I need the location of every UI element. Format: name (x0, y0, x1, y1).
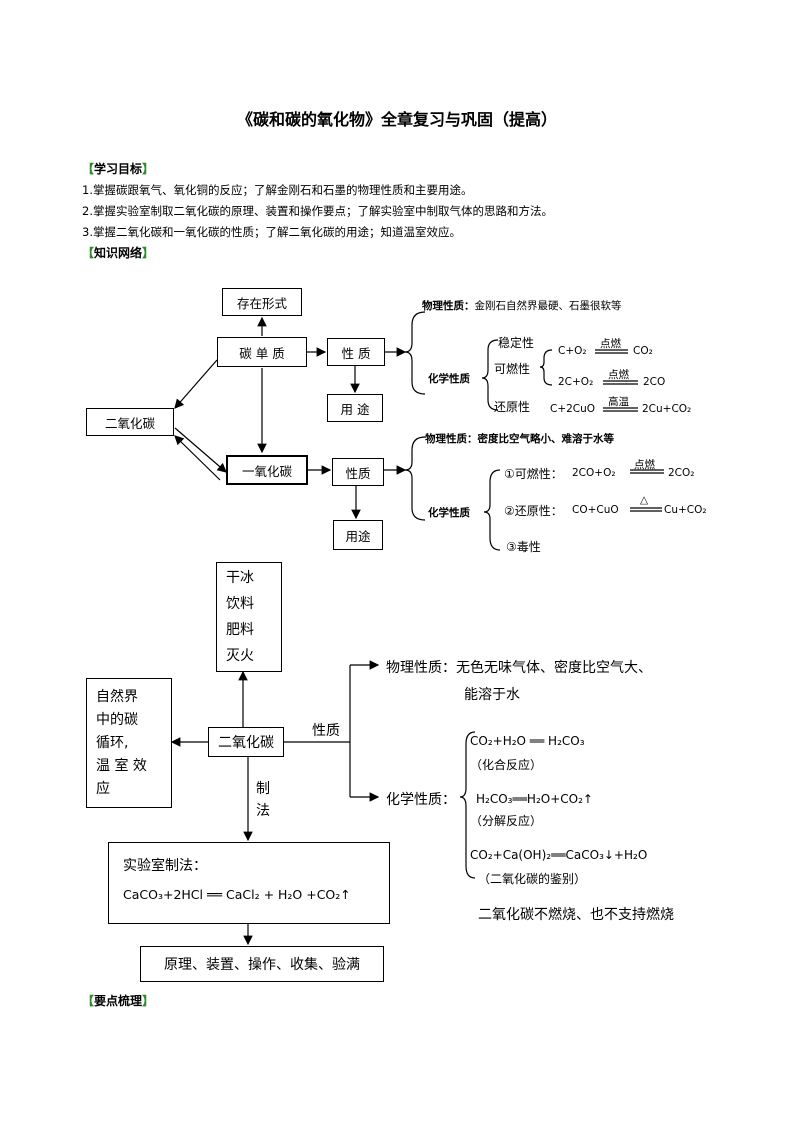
co-box: 一氧化碳 (226, 455, 308, 485)
nature-line: 中的碳 (96, 711, 138, 728)
reaction3-condition: 高温 (608, 396, 629, 408)
co2-uses-box: 干冰 饮料 肥料 灭火 (216, 562, 282, 672)
co2-equation-2-note: （分解反应） (470, 814, 543, 828)
reaction3-right: 2Cu+CO₂ (642, 403, 692, 415)
nature-line: 温 室 效 (96, 757, 147, 774)
page-title: 《碳和碳的氧化物》全章复习与巩固（提高） (236, 110, 557, 129)
stability-label: 稳定性 (498, 336, 535, 350)
property-label: 性质 (312, 723, 340, 739)
goal-line-1: 1.掌握碳跟氧气、氧化铜的反应；了解金刚石和石墨的物理性质和主要用途。 (82, 183, 473, 197)
goal-line-2: 2.掌握实验室制取二氧化碳的原理、装置和操作要点；了解实验室中制取气体的思路和方… (82, 204, 553, 218)
co-reaction2-condition: △ (640, 494, 649, 506)
nature-line: 自然界 (96, 688, 138, 705)
network-heading: 【知识网络】 (82, 246, 155, 260)
co-chemical-label: 化学性质 (428, 507, 470, 519)
reaction1-condition: 点燃 (600, 338, 621, 350)
co-reaction2-right: Cu+CO₂ (664, 504, 707, 516)
co2-physical-2: 能溶于水 (464, 687, 520, 703)
co-physical: 物理性质：密度比空气略小、难溶于水等 (425, 433, 614, 445)
use-item: 干冰 (226, 570, 254, 586)
use-item: 灭火 (226, 648, 254, 664)
reaction2-left: 2C+O₂ (558, 376, 594, 388)
co2-box: 二氧化碳 (86, 408, 174, 436)
co-reaction1-right: 2CO₂ (668, 467, 695, 479)
carbon-property-box: 性 质 (327, 338, 385, 366)
co-toxic-label: ③毒性 (506, 540, 541, 554)
reducibility-label: 还原性 (494, 400, 531, 414)
existence-box: 存在形式 (222, 288, 302, 316)
reaction1-right: CO₂ (633, 345, 653, 357)
reaction2-condition: 点燃 (608, 369, 629, 381)
points-heading: 【要点梳理】 (82, 994, 155, 1008)
reaction1-left: C+O₂ (558, 345, 587, 357)
co2-equation-1: CO₂+H₂O ══ H₂CO₃ (470, 734, 585, 748)
co-combust-label: ①可燃性： (504, 467, 563, 481)
use-item: 饮料 (226, 596, 254, 612)
lab-steps-box: 原理、装置、操作、收集、验满 (140, 946, 384, 982)
co-use-box: 用途 (333, 520, 383, 550)
lab-method-title: 实验室制法： (123, 858, 207, 874)
carbon-chemical-label: 化学性质 (428, 373, 470, 385)
method-label-2: 法 (256, 803, 270, 819)
carbon-box: 碳 单 质 (217, 337, 307, 367)
co2-no-burn: 二氧化碳不燃烧、也不支持燃烧 (478, 907, 674, 923)
co2-equation-3: CO₂+Ca(OH)₂══CaCO₃↓+H₂O (470, 848, 648, 862)
co2-physical: 物理性质：无色无味气体、密度比空气大、 (386, 660, 652, 676)
use-item: 肥料 (226, 622, 254, 638)
goal-line-3: 3.掌握二氧化碳和一氧化碳的性质；了解二氧化碳的用途；知道温室效应。 (82, 225, 461, 239)
co2-center-box: 二氧化碳 (208, 727, 284, 757)
lab-method-equation: CaCO₃+2HCl ══ CaCl₂ + H₂O +CO₂↑ (123, 887, 351, 902)
reaction3-left: C+2CuO (550, 403, 596, 415)
co-reaction2-left: CO+CuO (572, 504, 619, 516)
co-property-box: 性质 (332, 458, 384, 486)
co2-equation-2: H₂CO₃══H₂O+CO₂↑ (476, 792, 593, 806)
reaction2-right: 2CO (643, 376, 666, 388)
co-reduce-label: ②还原性： (504, 504, 563, 518)
co-reaction1-left: 2CO+O₂ (572, 467, 616, 479)
co2-equation-1-note: （化合反应） (470, 758, 543, 772)
nature-line: 应 (96, 780, 110, 797)
method-label-1: 制 (256, 781, 270, 797)
co2-chemical-label: 化学性质： (386, 792, 456, 808)
carbon-cycle-box: 自然界 中的碳 循环, 温 室 效 应 (86, 678, 172, 808)
lab-method-box: 实验室制法： CaCO₃+2HCl ══ CaCl₂ + H₂O +CO₂↑ (108, 842, 390, 924)
co-reaction1-condition: 点燃 (634, 459, 655, 471)
nature-line: 循环, (96, 734, 129, 751)
carbon-use-box: 用 途 (327, 394, 383, 422)
goals-heading: 【学习目标】 (82, 162, 155, 176)
combustibility-label: 可燃性 (494, 362, 531, 376)
co2-equation-3-note: （二氧化碳的鉴别） (478, 872, 587, 886)
carbon-physical: 物理性质：金刚石自然界最硬、石墨很软等 (422, 300, 622, 312)
